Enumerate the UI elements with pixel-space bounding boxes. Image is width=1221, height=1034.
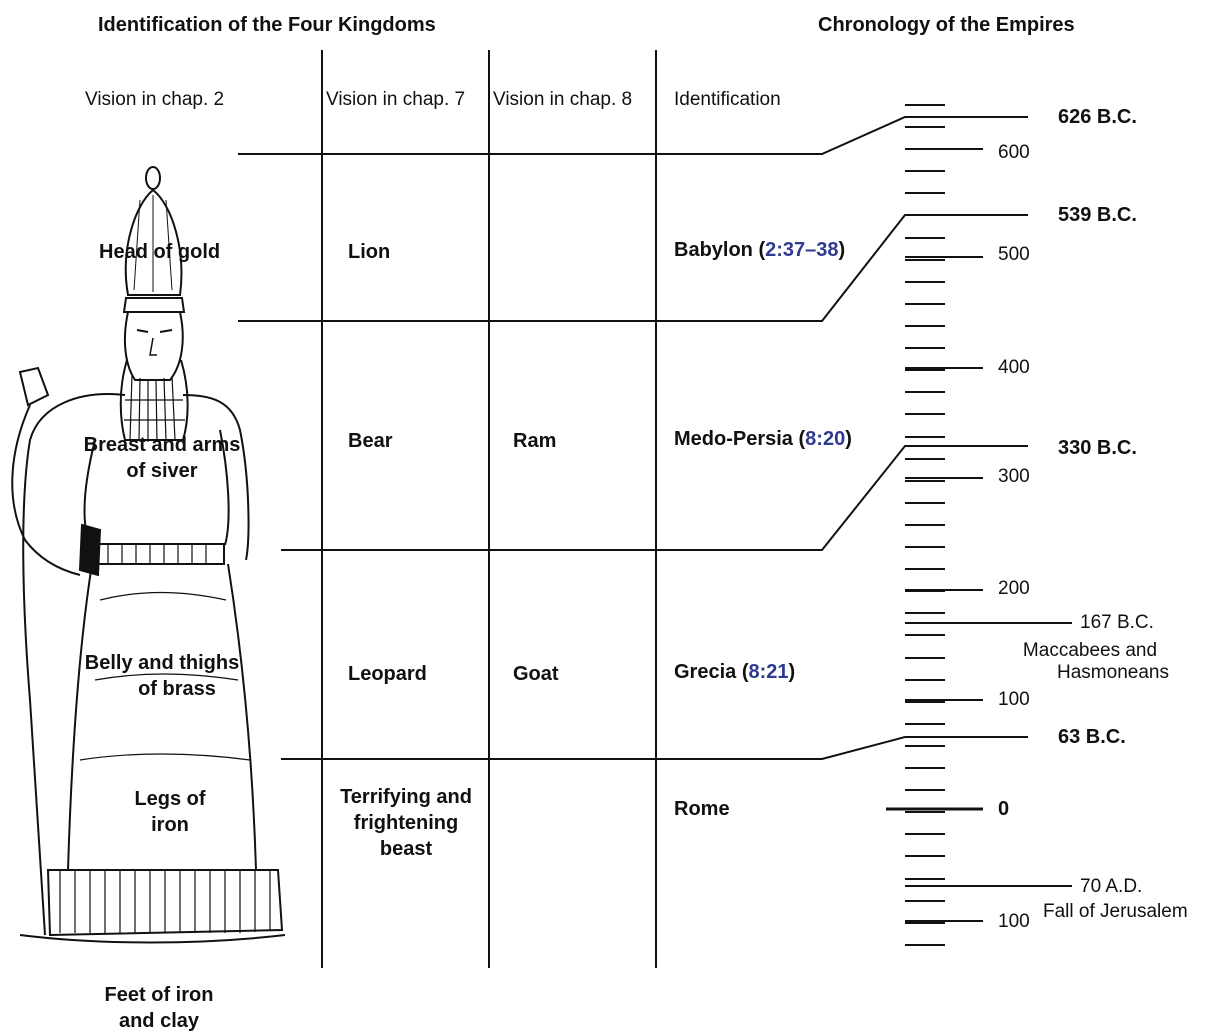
date-626bc: 626 B.C. [1058,106,1137,129]
chap8-ram: Ram [513,428,556,454]
left-title: Identification of the Four Kingdoms [98,14,436,37]
header-identification: Identification [674,89,781,111]
label-breast-arms: Breast and arms of siver [74,432,250,484]
label-belly-thighs: Belly and thighs of brass [74,650,250,702]
ident-babylon-name: Babylon ( [674,239,765,261]
note-maccabees-line2: Hasmoneans [1000,662,1180,684]
ident-babylon: Babylon (2:37–38) [674,239,845,262]
note-maccabees-line1: Maccabees and [1000,640,1180,662]
ident-grecia: Grecia (8:21) [674,661,795,684]
row-divider-330 [281,446,1028,550]
row-divider-539 [238,215,1028,321]
chap7-lion: Lion [348,239,390,265]
date-539bc: 539 B.C. [1058,204,1137,227]
label-feet-iron-clay: Feet of iron and clay [84,982,234,1034]
label-feet-line1: Feet of iron [84,982,234,1008]
ident-medo-name: Medo-Persia ( [674,428,805,450]
ident-babylon-ref[interactable]: 2:37–38 [765,239,838,261]
label-legs-line2: iron [120,812,220,838]
ident-medo-close: ) [845,428,852,450]
chap7-leopard: Leopard [348,661,427,687]
date-70ad: 70 A.D. [1080,876,1142,898]
ident-medo-ref[interactable]: 8:20 [805,428,845,450]
ident-rome: Rome [674,798,730,821]
chap7-beast-line2: frightening [326,810,486,836]
chap7-beast-line3: beast [326,836,486,862]
date-63bc: 63 B.C. [1058,726,1126,749]
note-maccabees: Maccabees and Hasmoneans [1000,640,1180,684]
right-title: Chronology of the Empires [818,14,1075,37]
ident-grecia-close: ) [789,661,796,683]
label-breast-line2: of siver [74,458,250,484]
tick-label-300: 300 [998,466,1030,488]
chap7-beast: Terrifying and frightening beast [326,784,486,862]
label-feet-line2: and clay [84,1008,234,1034]
ident-grecia-ref[interactable]: 8:21 [748,661,788,683]
ident-medo-persia: Medo-Persia (8:20) [674,428,852,451]
chap7-beast-line1: Terrifying and [326,784,486,810]
chap7-bear: Bear [348,428,392,454]
timeline-minor-ticks [905,105,945,945]
label-belly-line2: of brass [74,676,250,702]
tick-label-100ad: 100 [998,911,1030,933]
label-legs-line1: Legs of [120,786,220,812]
label-legs-iron: Legs of iron [120,786,220,838]
header-chap7: Vision in chap. 7 [326,89,465,111]
chap8-goat: Goat [513,661,559,687]
tick-label-100bc: 100 [998,689,1030,711]
header-chap8: Vision in chap. 8 [493,89,632,111]
tick-label-500: 500 [998,244,1030,266]
header-chap2: Vision in chap. 2 [85,89,224,111]
tick-label-200: 200 [998,578,1030,600]
label-head-of-gold: Head of gold [99,239,220,265]
label-breast-line1: Breast and arms [74,432,250,458]
date-330bc: 330 B.C. [1058,437,1137,460]
note-fall-of-jerusalem: Fall of Jerusalem [1043,901,1188,923]
tick-label-400: 400 [998,357,1030,379]
ident-babylon-close: ) [839,239,846,261]
tick-label-0: 0 [998,798,1009,821]
date-167bc: 167 B.C. [1080,612,1154,634]
ident-grecia-name: Grecia ( [674,661,748,683]
label-belly-line1: Belly and thighs [74,650,250,676]
tick-label-600: 600 [998,142,1030,164]
row-divider-63 [281,737,1028,759]
